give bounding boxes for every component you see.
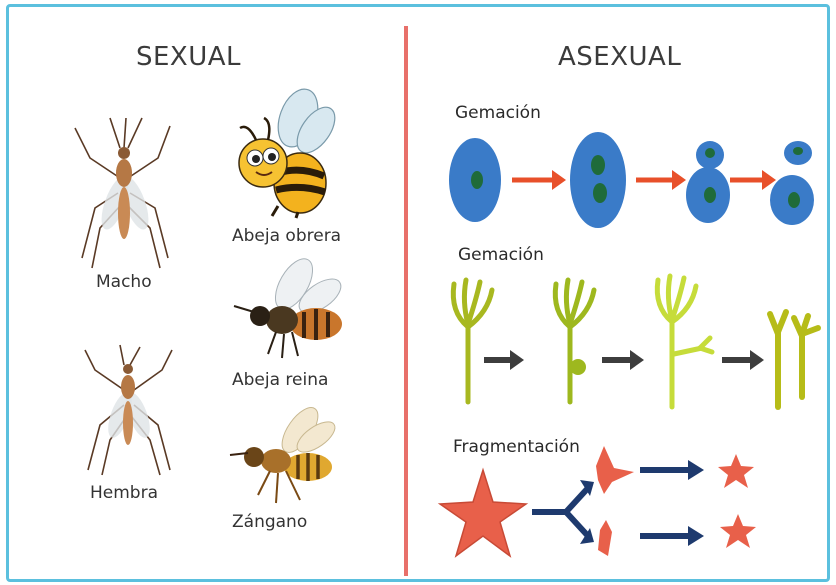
- queen-bee-label: Abeja reina: [232, 370, 328, 390]
- worker-bee-illustration: [228, 88, 338, 218]
- budding-cells-sequence: [440, 125, 820, 240]
- budding-hydra-label: Gemación: [458, 245, 544, 265]
- mosquito-female-illustration: [80, 345, 180, 475]
- mosquito-male-illustration: [70, 118, 180, 268]
- asexual-heading: ASEXUAL: [558, 42, 681, 72]
- fragmentation-sequence: [428, 432, 808, 572]
- queen-bee-illustration: [232, 262, 352, 362]
- mosquito-male-label: Macho: [96, 272, 152, 292]
- drone-bee-label: Zángano: [232, 512, 307, 532]
- worker-bee-label: Abeja obrera: [232, 226, 341, 246]
- sexual-heading: SEXUAL: [136, 42, 241, 72]
- drone-bee-illustration: [228, 405, 338, 510]
- mosquito-female-label: Hembra: [90, 483, 158, 503]
- budding-cells-label: Gemación: [455, 103, 541, 123]
- section-divider: [404, 26, 408, 576]
- budding-hydra-sequence: [440, 272, 830, 417]
